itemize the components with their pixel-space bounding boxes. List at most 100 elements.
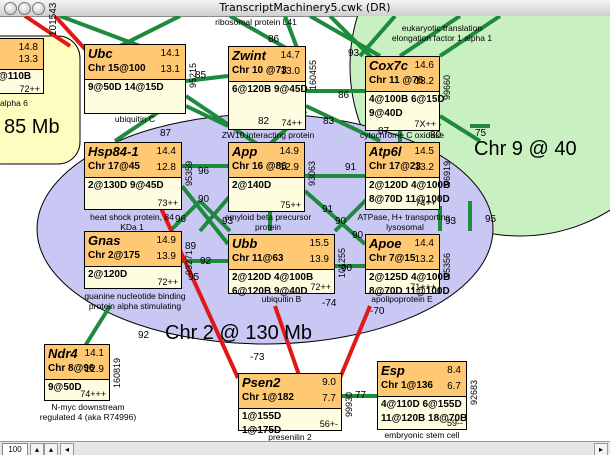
zoom-button[interactable]	[32, 2, 45, 15]
node-header: Zwint Chr 10 @73 14.7 13.0	[229, 47, 305, 82]
title-bar[interactable]: TranscriptMachinery5.cwk (DR)	[0, 0, 610, 17]
chr9-label: Chr 9 @ 40	[474, 138, 577, 160]
node-header: Gnas Chr 2@175 14.9 13.9	[85, 232, 181, 267]
edge-label: -73	[250, 352, 265, 363]
value-1: 8.4	[447, 365, 461, 376]
edge-label: 96	[198, 166, 210, 177]
value-2: 13.2	[414, 254, 434, 265]
close-button[interactable]	[4, 2, 17, 15]
gene-name: Atp6l	[369, 144, 402, 159]
value-2: 12.9	[84, 364, 104, 375]
gene-name: Hsp84-1	[88, 144, 139, 159]
edge-label: 87	[378, 126, 390, 137]
chromosome-position: Chr 10 @73	[232, 65, 287, 76]
value-2: 13.0	[280, 66, 300, 77]
node-row-2: 9@40D	[369, 108, 403, 119]
value-1: 14.5	[414, 146, 434, 157]
value-1: 14.1	[160, 48, 180, 59]
node-tag: 72++	[310, 282, 331, 292]
horizontal-scrollbar[interactable]: 100 ▴ ▴ ◂ ▸	[0, 441, 610, 455]
node-ubb[interactable]: Ubb Chr 11@63 15.5 13.9 2@120D 4@100B 6@1…	[228, 234, 335, 297]
gene-name: Ubc	[88, 46, 113, 61]
edge-label: 90	[352, 230, 364, 241]
node-id-atp6l: 96919	[442, 160, 452, 186]
node-tag: 59--	[446, 418, 463, 428]
chromosome-position: Chr 11 @76	[369, 75, 424, 86]
node-header: App Chr 16 @86 14.9 12.9	[229, 143, 304, 178]
zoom-in-icon[interactable]: ▴	[44, 443, 58, 455]
node-tag: 56+-	[319, 419, 338, 429]
window-title: TranscriptMachinery5.cwk (DR)	[219, 1, 391, 14]
node-description-gnas: guanine nucleotide binding protein alpha…	[84, 291, 186, 311]
minimize-button[interactable]	[18, 2, 31, 15]
node-id-cox7c: 99660	[442, 74, 452, 100]
value-2: 12.8	[156, 162, 176, 173]
edge-label: 92	[138, 330, 150, 341]
chromosome-position: Chr 17@23	[369, 161, 421, 172]
node-tag: 74++	[415, 198, 436, 208]
node-description-hsp84: heat shock protein, 84 KDa 1	[90, 212, 174, 232]
node-header: Ubc Chr 15@100 14.1 13.1	[85, 45, 185, 80]
node-hsp84[interactable]: Hsp84-1 Chr 17@45 14.4 12.8 2@130D 9@45D…	[84, 142, 182, 210]
edge-label: 93	[222, 216, 234, 227]
node-row-1: 2@120D 4@100B	[232, 272, 314, 283]
node-description-ubb: ubiquitin B	[261, 294, 302, 304]
gene-name: App	[232, 144, 258, 159]
gene-name: Psen2	[242, 375, 281, 390]
node-description-apoe: apolipoprotein E	[371, 294, 433, 304]
zoom-level[interactable]: 100	[2, 443, 28, 455]
edge-label: 86	[338, 90, 350, 101]
node-tag: 7X++	[414, 119, 436, 129]
node-id-hsp84: 95359	[184, 160, 194, 186]
value-2: 13.9	[156, 251, 176, 262]
node-id-zwint: 160455	[308, 59, 318, 90]
node-header: Ubb Chr 11@63 15.5 13.9	[229, 235, 334, 270]
node-tag: 71+++	[410, 282, 436, 292]
chromosome-position: Chr 17@45	[88, 161, 140, 172]
node-description-atp6l: ATPase, H+ transporting, lysosomal	[357, 212, 453, 232]
node-header: Hsp84-1 Chr 17@45 14.4 12.8	[85, 143, 181, 178]
scroll-right-icon[interactable]: ▸	[594, 443, 608, 455]
node-ubc[interactable]: Ubc Chr 15@100 14.1 13.1 9@50D 14@15D	[84, 44, 186, 114]
value-2: 12.9	[279, 162, 299, 173]
scroll-left-icon[interactable]: ◂	[60, 443, 74, 455]
node-row-2: 6@120B 9@40D	[232, 286, 308, 297]
value-1: 9.0	[322, 377, 336, 388]
edge-label: 80	[430, 130, 442, 141]
value-1: 14.9	[156, 235, 176, 246]
value-1: 15.5	[309, 238, 329, 249]
chromosome-position: Chr 2@175	[88, 250, 140, 261]
node-header: Ndr4 Chr 8@96 14.1 12.9	[45, 345, 109, 380]
chromosome-position: Chr 1@136	[381, 380, 433, 391]
node-row-2: 8@70D 11@100D	[369, 286, 450, 297]
edge-label: 90	[341, 263, 353, 274]
edge-label: 95	[188, 272, 200, 283]
zoom-out-icon[interactable]: ▴	[30, 443, 44, 455]
node-description-app: amyloid beta precursor protein	[224, 212, 312, 232]
edge-label: 90	[198, 194, 210, 205]
node-description-ubc: ubiquitin C	[114, 114, 156, 124]
alpha6-label: alpha 6	[0, 98, 28, 108]
node-row-2: 1@175D	[242, 425, 282, 436]
node-header: Psen2 Chr 1@182 9.0 7.7	[239, 374, 341, 409]
value-2: 7.7	[322, 393, 336, 404]
value-1: 14.4	[414, 238, 434, 249]
edge-label: 75	[475, 128, 487, 139]
gene-name: Cox7c	[369, 58, 409, 73]
node-row-1: 2@130D 9@45D	[88, 180, 164, 191]
gene-name: Zwint	[232, 48, 266, 63]
edge-label: 86	[268, 34, 280, 45]
node-id-app: 93063	[307, 160, 317, 186]
node-header: Cox7c Chr 11 @76 14.6 13.2	[366, 57, 439, 92]
